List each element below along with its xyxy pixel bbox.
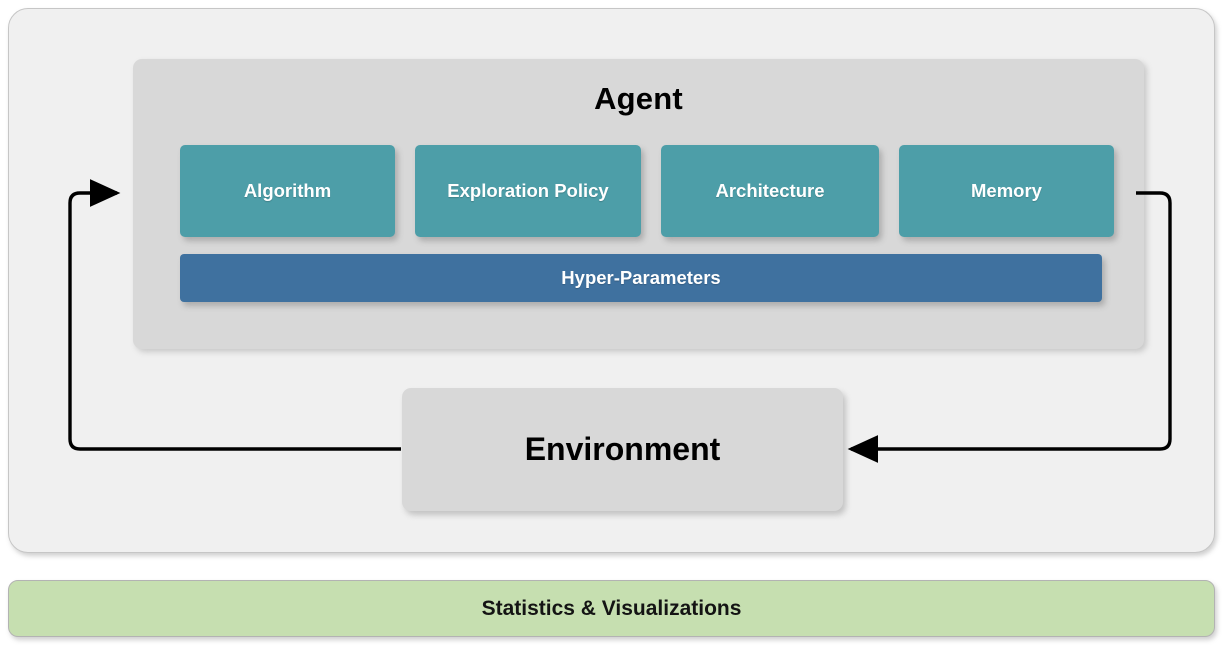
agent-component-label: Exploration Policy — [447, 180, 609, 201]
agent-component-algorithm[interactable]: Algorithm — [180, 145, 395, 237]
agent-component-label: Memory — [971, 180, 1042, 201]
agent-component-exploration-policy[interactable]: Exploration Policy — [415, 145, 641, 237]
environment-block[interactable]: Environment — [402, 388, 843, 511]
agent-component-label: Architecture — [715, 180, 825, 201]
hyper-parameters-label: Hyper-Parameters — [561, 267, 721, 288]
rl-loop-panel: Agent Algorithm Exploration Policy Archi… — [8, 8, 1215, 553]
environment-label: Environment — [524, 431, 721, 467]
hyper-parameters-block[interactable]: Hyper-Parameters — [180, 254, 1102, 302]
agent-block: Agent Algorithm Exploration Policy Archi… — [133, 59, 1144, 349]
agent-component-architecture[interactable]: Architecture — [661, 145, 879, 237]
statistics-visualizations-bar[interactable]: Statistics & Visualizations — [8, 580, 1215, 637]
agent-component-row: Algorithm Exploration Policy Architectur… — [180, 145, 1114, 237]
agent-component-label: Algorithm — [243, 180, 332, 201]
statistics-visualizations-label: Statistics & Visualizations — [481, 596, 742, 620]
agent-component-memory[interactable]: Memory — [899, 145, 1114, 237]
agent-title: Agent — [594, 81, 683, 116]
